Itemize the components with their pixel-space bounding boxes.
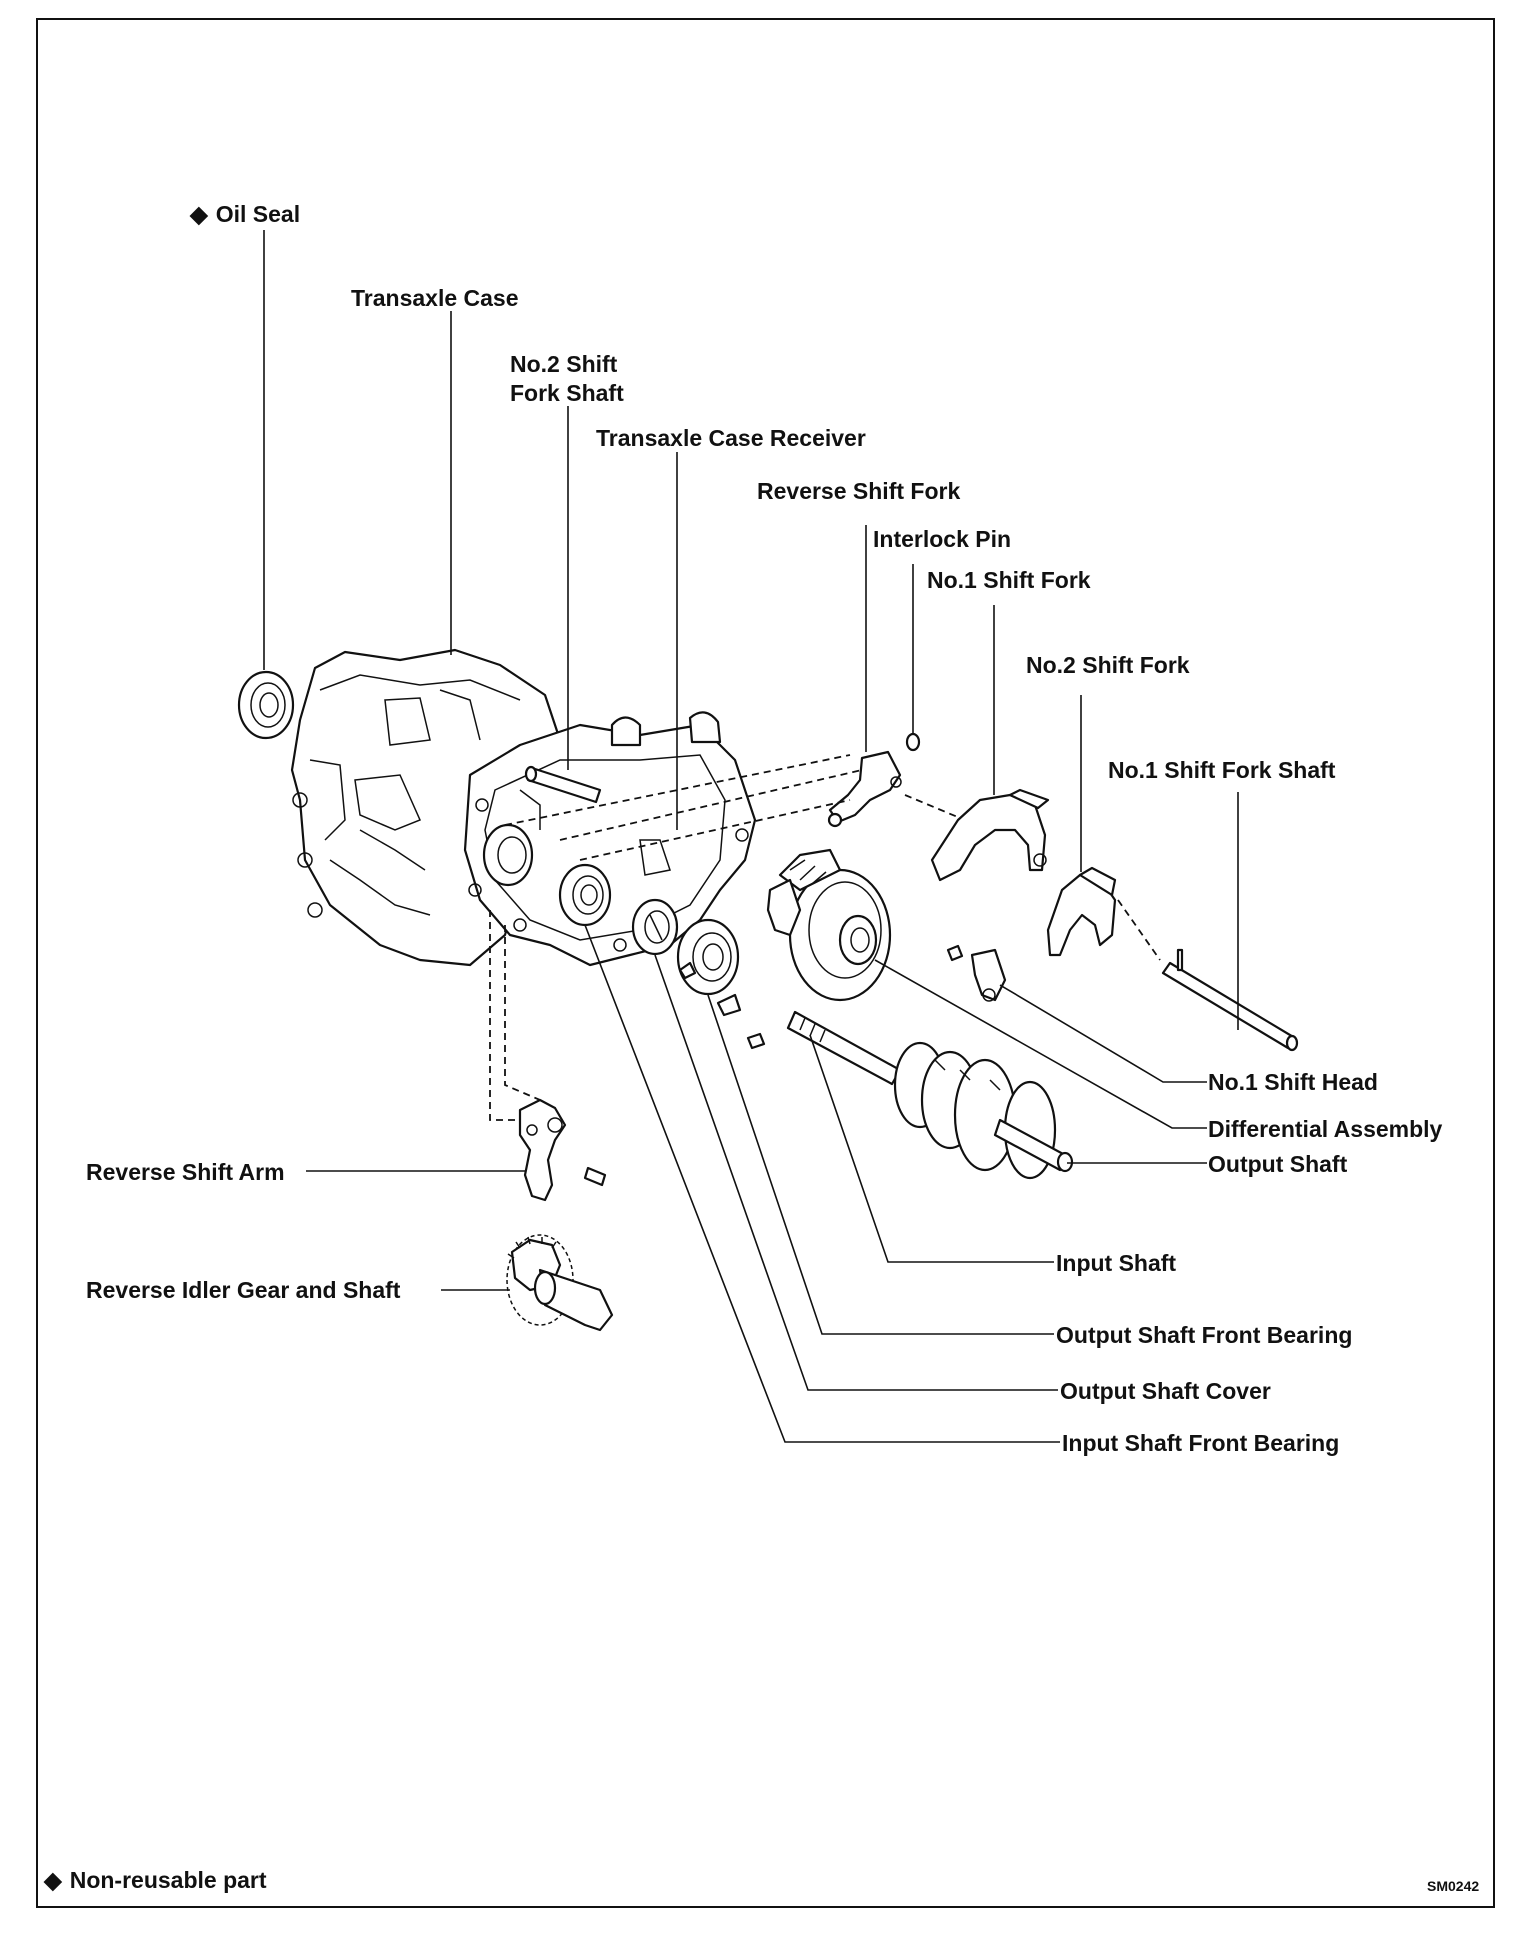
- transaxle-case-label: Transaxle Case: [351, 285, 519, 311]
- no1-shift-fork-shaft-label: No.1 Shift Fork Shaft: [1108, 757, 1336, 783]
- reverse-shift-arm-label: Reverse Shift Arm: [86, 1159, 285, 1185]
- reverse-shift-arm-part: [518, 1098, 607, 1202]
- transaxle-case-receiver-label: Transaxle Case Receiver: [596, 425, 866, 451]
- no1-shift-fork-part: [930, 788, 1050, 882]
- interlock-pin-label: Interlock Pin: [873, 526, 1011, 552]
- output-shaft-front-bearing-label: Output Shaft Front Bearing: [1056, 1322, 1352, 1348]
- transaxle-case-receiver-part: [463, 711, 757, 967]
- leader-lines: [263, 230, 1239, 1443]
- diagram-frame: [36, 18, 1495, 1908]
- legend: ◆ Non-reusable part: [43, 1867, 267, 1893]
- reverse-idler-gear-label: Reverse Idler Gear and Shaft: [86, 1277, 401, 1303]
- no1-shift-fork-shaft-part: [1161, 948, 1299, 1052]
- oil-seal-label: ◆ Oil Seal: [189, 201, 300, 227]
- reverse-shift-fork-label: Reverse Shift Fork: [757, 478, 960, 504]
- no1-shift-head-part: [946, 944, 1007, 1002]
- no1-shift-head-label: No.1 Shift Head: [1208, 1069, 1378, 1095]
- reverse-idler-gear-part: [506, 1234, 614, 1332]
- differential-assembly-part: [766, 848, 892, 1002]
- output-shaft-cover-part: [631, 898, 679, 956]
- differential-assembly-label: Differential Assembly: [1208, 1116, 1443, 1142]
- output-shaft-cover-label: Output Shaft Cover: [1060, 1378, 1271, 1404]
- reverse-shift-fork-part: [827, 750, 902, 828]
- figure-code: SM0242: [1427, 1878, 1479, 1894]
- dashed-alignment-lines: [489, 754, 1161, 1121]
- oil-seal-label-text: Oil Seal: [216, 201, 300, 227]
- legend-text: Non-reusable part: [70, 1867, 267, 1893]
- input-shaft-front-bearing-part: [558, 863, 612, 927]
- legend-diamond-icon: ◆: [43, 1867, 63, 1893]
- no2-shift-fork-shaft-label-line2: Fork Shaft: [510, 380, 624, 406]
- non-reusable-diamond-icon: ◆: [189, 201, 209, 227]
- no2-shift-fork-shaft-label-line1: No.2 Shift: [510, 351, 618, 377]
- output-shaft-label: Output Shaft: [1208, 1151, 1348, 1177]
- oil-seal-part: [237, 670, 295, 740]
- input-shaft-label: Input Shaft: [1056, 1250, 1176, 1276]
- no2-shift-fork-shaft-part: [524, 765, 602, 804]
- no2-shift-fork-part: [1046, 866, 1117, 957]
- no2-shift-fork-label: No.2 Shift Fork: [1026, 652, 1190, 678]
- output-shaft-front-bearing-part: [676, 918, 766, 1050]
- no1-shift-fork-label: No.1 Shift Fork: [927, 567, 1091, 593]
- output-shaft-part: [786, 1010, 1074, 1180]
- input-shaft-front-bearing-label: Input Shaft Front Bearing: [1062, 1430, 1339, 1456]
- interlock-pin-part: [905, 732, 921, 752]
